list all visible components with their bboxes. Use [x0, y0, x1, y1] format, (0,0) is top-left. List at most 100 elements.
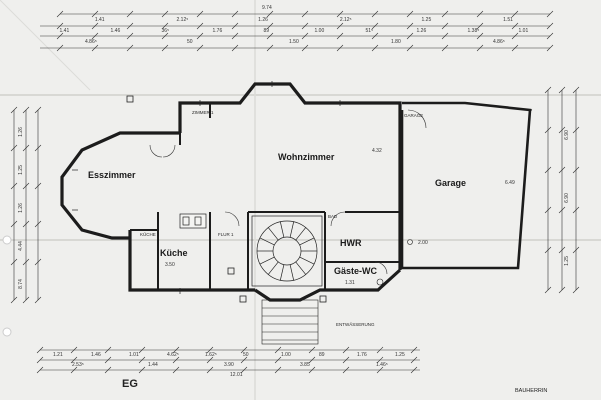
dimension-tick	[546, 10, 554, 18]
dimension-tick	[336, 32, 344, 40]
dimension-tick	[410, 366, 418, 374]
left-dim-label: 8.74	[17, 279, 24, 289]
dimension-tick	[161, 32, 169, 40]
dimension-tick	[206, 366, 214, 374]
stair-tread	[268, 227, 279, 241]
dimension-tick	[441, 10, 449, 18]
dimension-tick	[544, 166, 552, 174]
left-dimension-lines	[10, 106, 42, 304]
dimension-tick	[511, 22, 519, 30]
dimension-tick	[206, 356, 214, 364]
left-dim-label: 1.26	[17, 127, 24, 137]
top-dim-label: 2.12⁵	[339, 17, 352, 23]
dimension-tick	[206, 346, 214, 354]
window-marks	[72, 81, 341, 294]
room-label-garage: Garage	[435, 178, 467, 188]
garage-door-swing	[407, 109, 427, 129]
dimension-tick	[34, 144, 42, 152]
column-marker	[319, 295, 327, 303]
dimension-tick	[558, 246, 566, 254]
garage-walls	[400, 101, 532, 270]
dimension-tick	[406, 22, 414, 30]
label-kueche-tag: KÜCHE	[140, 232, 156, 237]
left-dim-label: 4.44	[17, 241, 24, 251]
top-dim-label: 2.12⁵	[176, 17, 189, 23]
dimension-tick	[10, 296, 18, 304]
top-dim-label: 50	[187, 39, 193, 45]
dimension-tick	[266, 22, 274, 30]
dimension-tick	[91, 22, 99, 30]
entry-steps	[261, 299, 319, 345]
column-marker	[126, 95, 134, 103]
dimension-tick	[266, 10, 274, 18]
dimension-tick	[544, 246, 552, 254]
room-label-wohnzimmer: Wohnzimmer	[278, 152, 335, 162]
top-dim-label: 4.86⁵	[85, 39, 97, 45]
dimension-tick	[161, 10, 169, 18]
bottom-dimension-lines	[36, 346, 420, 374]
top-dim-label: 1.01	[518, 28, 529, 34]
dimension-tick	[410, 356, 418, 364]
dimension-tick	[240, 356, 248, 364]
dimension-tick	[161, 22, 169, 30]
dimension-tick	[376, 346, 384, 354]
dimension-tick	[36, 356, 44, 364]
dimension-tick	[558, 206, 566, 214]
drain-marker	[407, 239, 413, 245]
top-dim-label: 1.51	[503, 17, 513, 23]
dim-kueche-width: 3.50	[165, 262, 175, 268]
right-dim-label: 6.90	[563, 193, 570, 203]
dimension-tick	[22, 296, 30, 304]
dim-garage-height: 6.49	[505, 180, 515, 186]
dimension-tick	[476, 22, 484, 30]
dimension-tick	[544, 126, 552, 134]
dimension-tick	[274, 346, 282, 354]
dimension-tick	[240, 366, 248, 374]
dimension-tick	[511, 10, 519, 18]
dimension-tick	[104, 356, 112, 364]
dimension-tick	[406, 44, 414, 52]
dimension-tick	[274, 366, 282, 374]
stair-tread	[295, 261, 306, 275]
dimension-tick	[34, 258, 42, 266]
top-dim-label: 1.46	[110, 28, 121, 34]
dimension-tick	[274, 356, 282, 364]
dimension-tick	[172, 346, 180, 354]
dimension-tick	[196, 44, 204, 52]
dimension-tick	[10, 106, 18, 114]
dimension-tick	[336, 22, 344, 30]
bottom-dim-label: 1.01	[129, 352, 139, 358]
dim-wohn-height: 4.32	[372, 148, 382, 154]
dimension-tick	[301, 44, 309, 52]
dimension-tick	[70, 356, 78, 364]
top-dim-label: 1.26	[416, 28, 427, 34]
floor-label-eg: EG	[122, 378, 138, 390]
stair-tread	[299, 237, 315, 246]
dimension-tick	[231, 32, 239, 40]
top-dim-label: 36⁵	[161, 28, 170, 34]
dimension-tick	[558, 126, 566, 134]
dimension-tick	[22, 182, 30, 190]
stair-tread	[279, 221, 285, 238]
dimension-tick	[56, 32, 64, 40]
dimension-tick	[441, 44, 449, 52]
paper-fold	[0, 0, 91, 91]
top-dim-label: 1.25	[421, 17, 432, 23]
label-bad: BAD	[328, 214, 338, 219]
right-dim-label: 1.25	[563, 256, 570, 267]
dimension-tick	[10, 258, 18, 266]
dimension-tick	[544, 86, 552, 94]
dimension-tick	[301, 22, 309, 30]
garage-door	[464, 102, 533, 111]
top-dim-label: 1.80	[391, 39, 401, 45]
dimension-tick	[511, 32, 519, 40]
right-dimension-lines	[544, 86, 580, 294]
bottom-dim-label: 1.46	[91, 352, 101, 358]
dimension-tick	[56, 44, 64, 52]
dimension-tick	[126, 10, 134, 18]
dimension-tick	[240, 346, 248, 354]
toilet-marker	[376, 278, 384, 286]
bottom-dim-label: 4.62⁵	[167, 352, 179, 358]
dimension-tick	[10, 144, 18, 152]
